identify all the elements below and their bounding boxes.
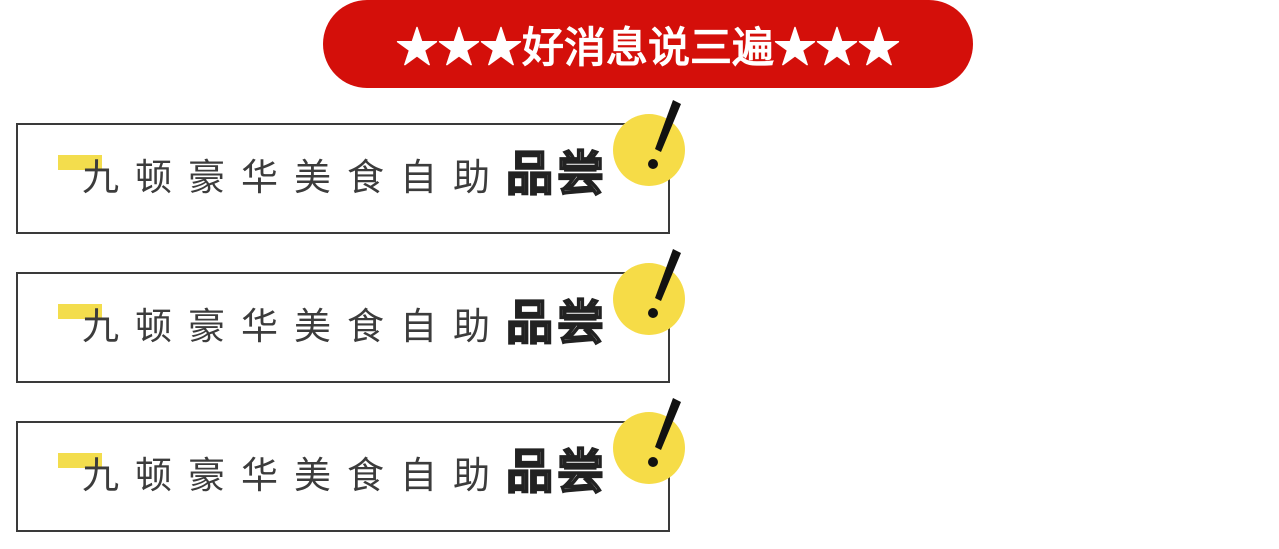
promo-card: 九顿豪华美食自助 品尝 [16, 421, 670, 532]
card-title: 九顿豪华美食自助 [82, 454, 506, 497]
exclamation-mark-icon [648, 398, 681, 467]
exclamation-icon [613, 100, 685, 186]
announcement-banner: ★★★好消息说三遍★★★ [323, 0, 973, 88]
exclamation-mark-icon [648, 100, 681, 169]
accent-bar [58, 304, 102, 319]
card-highlight: 品尝 [505, 445, 608, 500]
accent-bar [58, 453, 102, 468]
exclamation-icon [613, 249, 685, 335]
promo-card: 九顿豪华美食自助 品尝 [16, 123, 670, 234]
accent-bar [58, 155, 102, 170]
card-highlight: 品尝 [505, 296, 608, 351]
card-title: 九顿豪华美食自助 [82, 156, 506, 199]
exclamation-mark-icon [648, 249, 681, 318]
card-highlight: 品尝 [505, 147, 608, 202]
exclamation-icon [613, 398, 685, 484]
banner-text: ★★★好消息说三遍★★★ [395, 22, 900, 72]
card-title: 九顿豪华美食自助 [82, 305, 506, 348]
promo-card: 九顿豪华美食自助 品尝 [16, 272, 670, 383]
